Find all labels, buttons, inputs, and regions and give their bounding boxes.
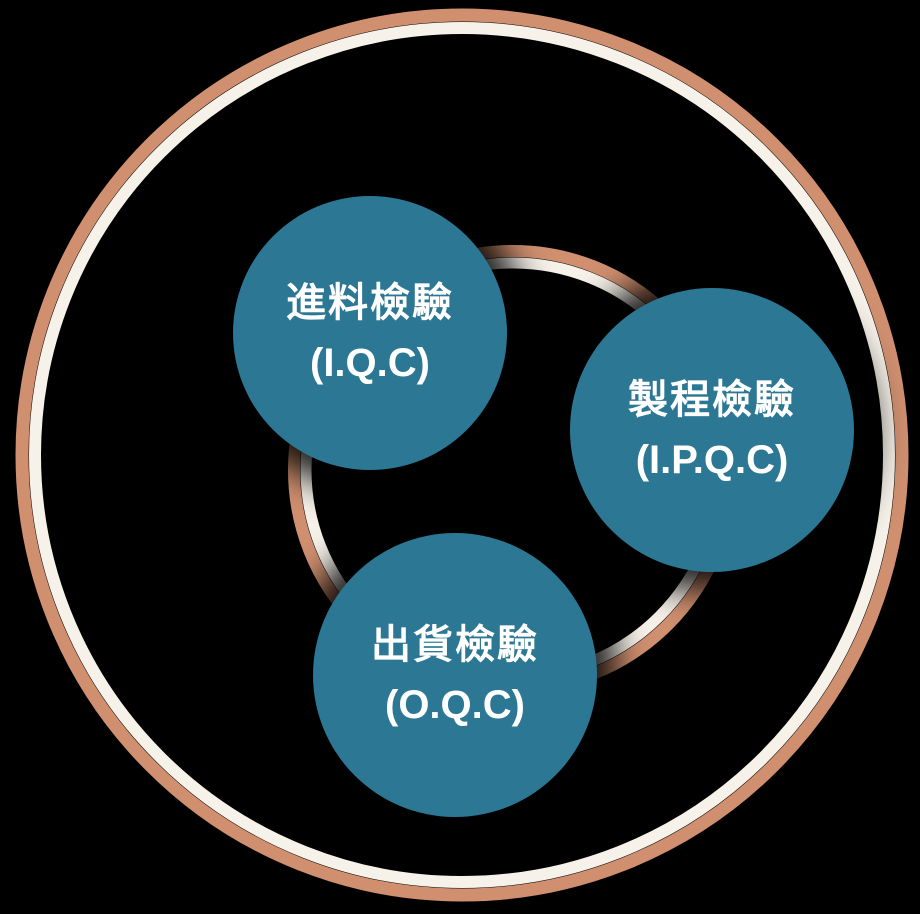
circle-ipqc: 製程檢驗 (I.P.Q.C) [570,288,854,572]
circle-iqc: 進料檢驗 (I.Q.C) [233,196,507,470]
circle-oqc: 出貨檢驗 (O.Q.C) [313,533,597,817]
circle-oqc-subtitle: (O.Q.C) [385,683,525,727]
circle-oqc-title: 出貨檢驗 [371,623,539,667]
circle-ipqc-subtitle: (I.P.Q.C) [635,438,789,482]
circle-iqc-title: 進料檢驗 [286,281,454,325]
circle-iqc-subtitle: (I.Q.C) [310,341,430,385]
outer-ring [15,8,909,902]
circle-ipqc-title: 製程檢驗 [628,378,796,422]
